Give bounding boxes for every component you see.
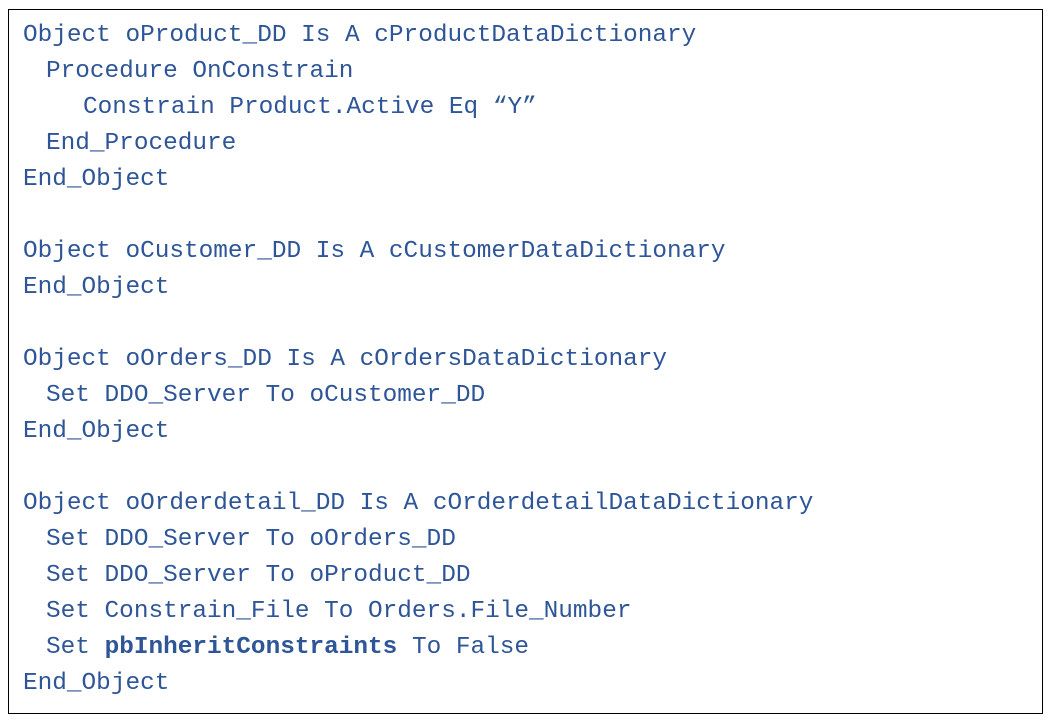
blank-line [23, 306, 813, 342]
code-line: Object oCustomer_DD Is A cCustomerDataDi… [23, 238, 726, 265]
code-line: Set DDO_Server To oOrders_DD [46, 526, 456, 553]
code-line: End_Procedure [46, 130, 237, 157]
code-line: Set DDO_Server To oCustomer_DD [46, 382, 486, 409]
code-line: Object oOrders_DD Is A cOrdersDataDictio… [23, 346, 668, 373]
code-block-frame [8, 9, 1043, 714]
code-line-bold-property: Set pbInheritConstraints To False [23, 630, 813, 666]
blank-line [23, 198, 813, 234]
blank-line [23, 450, 813, 486]
code-line: End_Object [23, 670, 170, 697]
code-line: Set DDO_Server To oProduct_DD [46, 562, 471, 589]
code-text: Set [46, 634, 105, 661]
code-line: Procedure OnConstrain [46, 58, 354, 85]
code-text: To False [397, 634, 530, 661]
code-line: Set Constrain_File To Orders.File_Number [46, 598, 632, 625]
code-line: End_Object [23, 166, 170, 193]
code-line: End_Object [23, 274, 170, 301]
code-line: End_Object [23, 418, 170, 445]
code-line: Constrain Product.Active Eq “Y” [83, 94, 537, 121]
code-line: Object oProduct_DD Is A cProductDataDict… [23, 22, 697, 49]
code-line: Object oOrderdetail_DD Is A cOrderdetail… [23, 490, 814, 517]
code-block: Object oProduct_DD Is A cProductDataDict… [23, 18, 813, 702]
bold-property-name: pbInheritConstraints [104, 634, 398, 661]
